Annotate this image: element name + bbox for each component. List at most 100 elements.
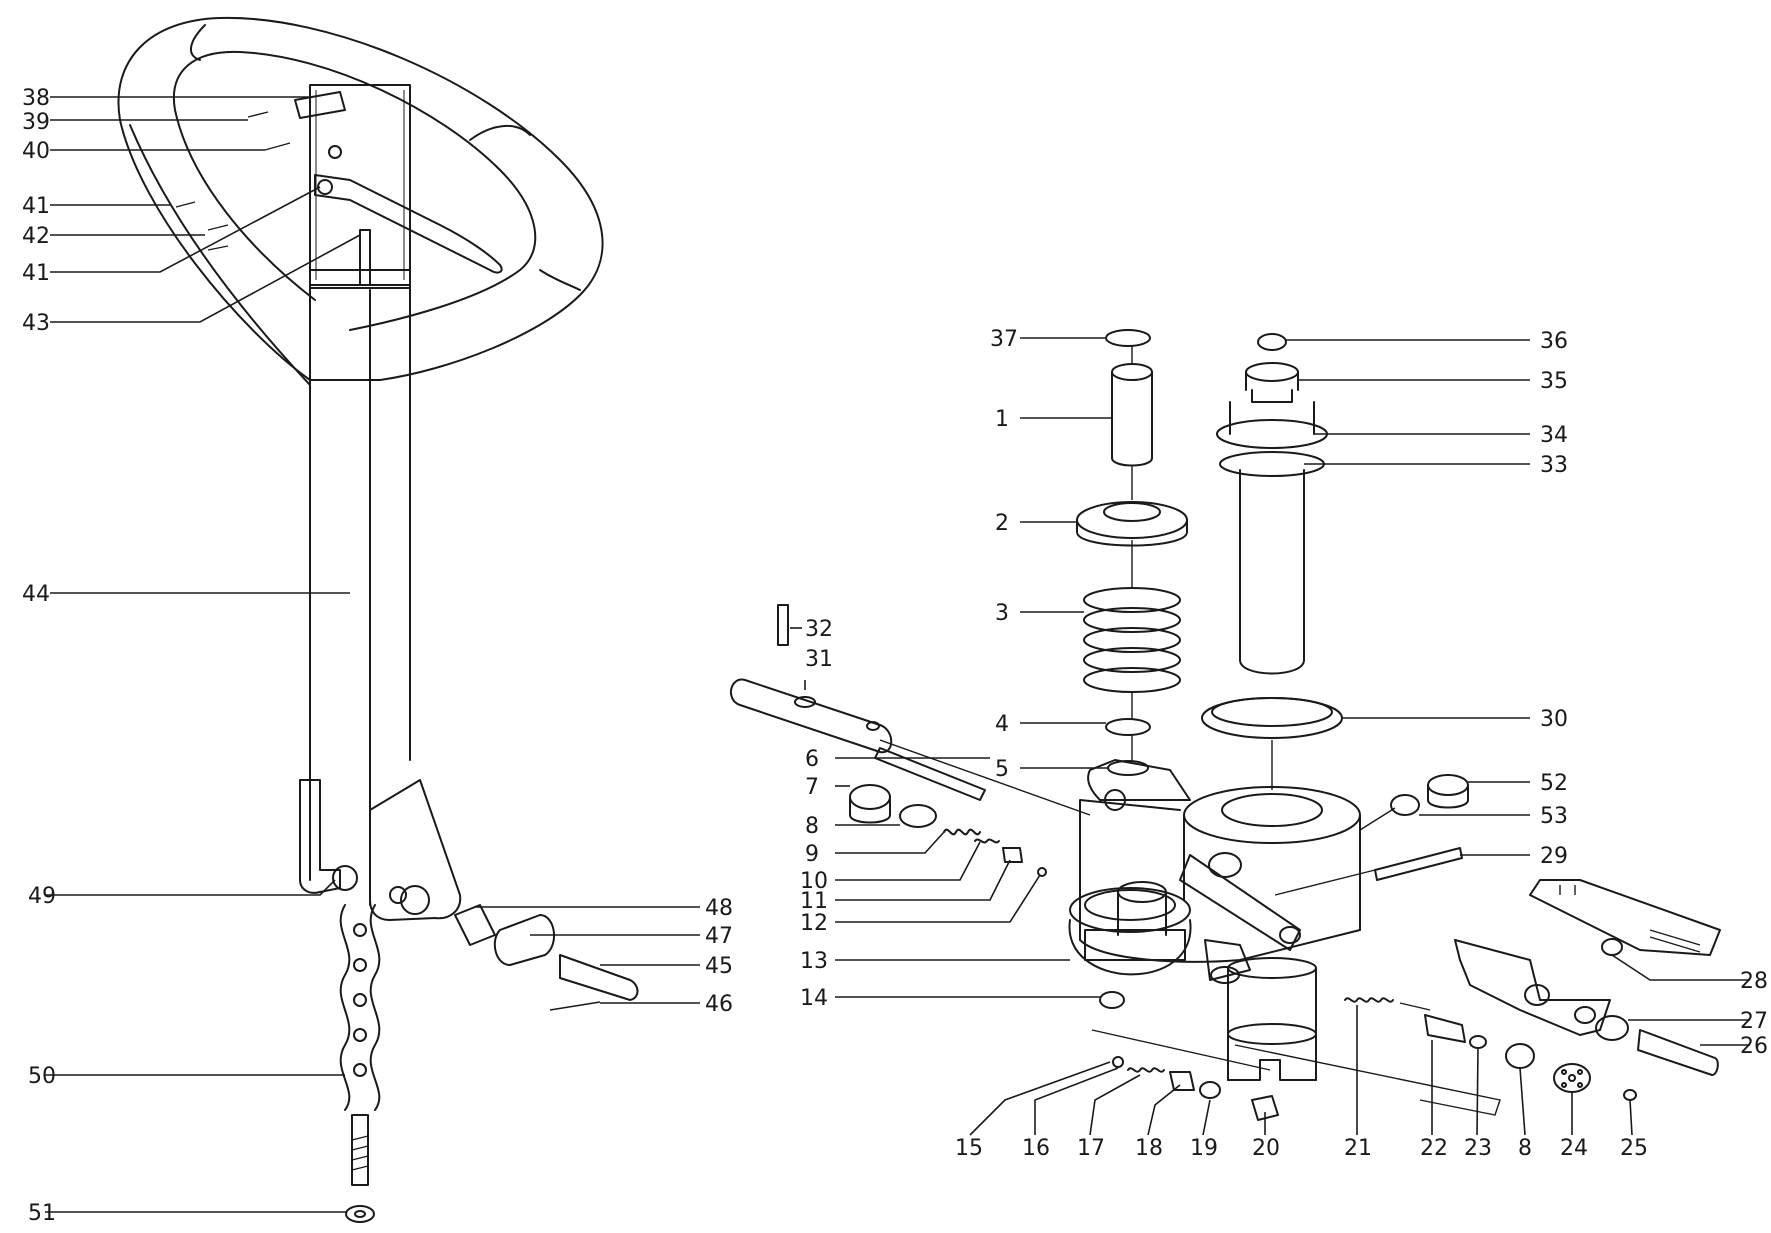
callout-53: 53 xyxy=(1540,804,1568,829)
nut-27 xyxy=(1595,1015,1629,1041)
callout-40: 40 xyxy=(22,139,50,164)
callout-7: 7 xyxy=(805,775,819,800)
roller-47 xyxy=(493,914,555,966)
callout-8-lower: 8 xyxy=(1518,1136,1532,1161)
callout-33: 33 xyxy=(1540,453,1568,478)
callout-46: 46 xyxy=(705,992,733,1017)
callout-1: 1 xyxy=(995,407,1009,432)
leader-lines xyxy=(45,96,1750,1213)
plug-7 xyxy=(849,784,891,824)
callout-2: 2 xyxy=(995,511,1009,536)
chain-50 xyxy=(339,904,381,1111)
ram-assembly xyxy=(1216,362,1328,675)
callout-31: 31 xyxy=(805,647,833,672)
bolt-26 xyxy=(1637,1029,1719,1076)
callout-15: 15 xyxy=(955,1136,983,1161)
callout-43: 43 xyxy=(22,311,50,336)
oring-19 xyxy=(1199,1081,1221,1099)
pump-body-13 xyxy=(1068,759,1361,1081)
spring-3 xyxy=(1083,587,1181,693)
disc-8 xyxy=(1505,1043,1535,1069)
callout-44: 44 xyxy=(22,582,50,607)
callout-32: 32 xyxy=(805,617,833,642)
ball-12 xyxy=(1037,867,1047,877)
callout-50: 50 xyxy=(28,1064,56,1089)
callout-19: 19 xyxy=(1190,1136,1218,1161)
callout-9: 9 xyxy=(805,842,819,867)
callout-29: 29 xyxy=(1540,844,1568,869)
callout-51: 51 xyxy=(28,1201,56,1226)
callout-38: 38 xyxy=(22,86,50,111)
callout-12: 12 xyxy=(800,911,828,936)
callout-30: 30 xyxy=(1540,707,1568,732)
handle-loop xyxy=(117,16,604,381)
callout-21: 21 xyxy=(1344,1136,1372,1161)
callout-52: 52 xyxy=(1540,771,1568,796)
ball-10 xyxy=(974,838,1000,844)
seal-30 xyxy=(1201,697,1343,739)
ring-4 xyxy=(1105,718,1151,736)
callout-17: 17 xyxy=(1077,1136,1105,1161)
callout-41-lower: 41 xyxy=(22,261,50,286)
callout-47: 47 xyxy=(705,924,733,949)
callout-22: 22 xyxy=(1420,1136,1448,1161)
callout-3: 3 xyxy=(995,601,1009,626)
callout-18: 18 xyxy=(1135,1136,1163,1161)
callout-39: 39 xyxy=(22,110,50,135)
callout-8-upper: 8 xyxy=(805,814,819,839)
ring-14 xyxy=(1099,991,1125,1009)
handle-assembly xyxy=(117,16,639,1223)
rod-6 xyxy=(874,747,986,801)
release-lever xyxy=(314,174,503,274)
callout-24: 24 xyxy=(1560,1136,1588,1161)
handle-bracket xyxy=(299,779,341,894)
spring-9 xyxy=(943,828,981,836)
callout-11: 11 xyxy=(800,889,828,914)
seat-11 xyxy=(1002,847,1023,863)
callout-26: 26 xyxy=(1740,1034,1768,1059)
callout-25: 25 xyxy=(1620,1136,1648,1161)
callout-23: 23 xyxy=(1464,1136,1492,1161)
callout-48: 48 xyxy=(705,896,733,921)
callout-42: 42 xyxy=(22,224,50,249)
pump-assembly xyxy=(730,329,1721,1121)
callout-4: 4 xyxy=(995,712,1009,737)
callout-14: 14 xyxy=(800,986,828,1011)
cap-2 xyxy=(1076,501,1188,547)
callout-20: 20 xyxy=(1252,1136,1280,1161)
callout-6: 6 xyxy=(805,747,819,772)
pin-45 xyxy=(559,954,639,1001)
ring-23 xyxy=(1469,1035,1487,1049)
oring-8 xyxy=(899,804,937,828)
plug-52 xyxy=(1427,774,1469,809)
callout-37: 37 xyxy=(990,327,1018,352)
nut-51 xyxy=(345,1205,375,1223)
callout-labels: 38 39 40 41 42 41 43 44 49 48 47 45 46 5… xyxy=(22,86,1768,1226)
callout-45: 45 xyxy=(705,954,733,979)
callout-41-upper: 41 xyxy=(22,194,50,219)
callout-49: 49 xyxy=(28,884,56,909)
spring-17 xyxy=(1127,1067,1165,1073)
callout-10: 10 xyxy=(800,869,828,894)
callout-35: 35 xyxy=(1540,369,1568,394)
pin-32 xyxy=(777,604,789,646)
callout-5: 5 xyxy=(995,757,1009,782)
callout-13: 13 xyxy=(800,949,828,974)
pin-29 xyxy=(1374,847,1463,881)
pedal-28 xyxy=(1529,879,1721,956)
callout-36: 36 xyxy=(1540,329,1568,354)
plug-20 xyxy=(1251,1095,1279,1121)
seat-18 xyxy=(1169,1071,1195,1091)
spring-21 xyxy=(1344,997,1394,1003)
ring-53 xyxy=(1390,794,1420,816)
ring-25 xyxy=(1623,1089,1637,1101)
ball-16 xyxy=(1112,1056,1124,1068)
shaft-31 xyxy=(730,678,1091,816)
ball-36 xyxy=(1257,333,1287,351)
callout-27: 27 xyxy=(1740,1009,1768,1034)
seat-22 xyxy=(1424,1014,1466,1043)
bushing-48 xyxy=(454,904,496,946)
snap-ring-37 xyxy=(1105,329,1151,347)
callout-28: 28 xyxy=(1740,969,1768,994)
